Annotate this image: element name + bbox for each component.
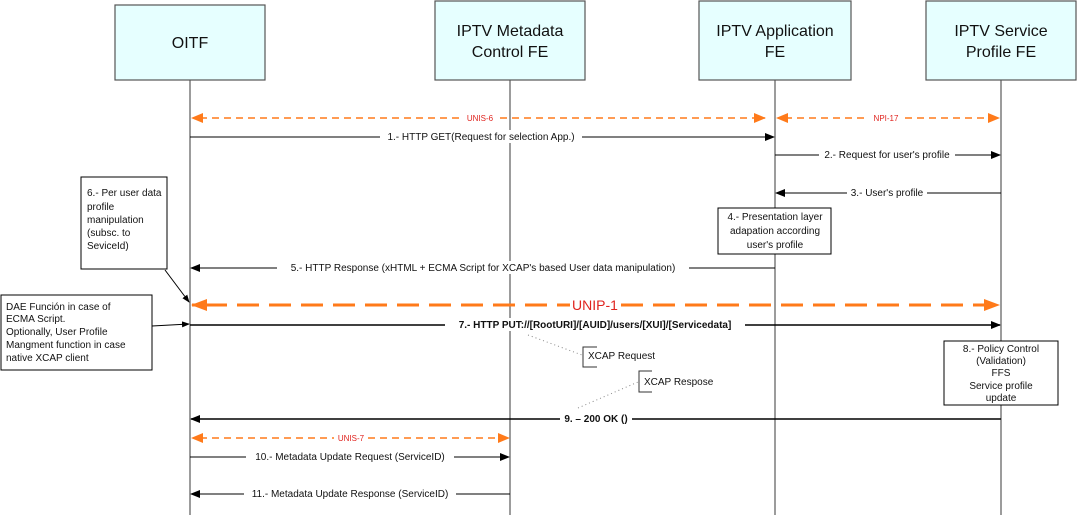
actor-label: Control FE [472, 44, 548, 61]
svg-text:4.- Presentation layer: 4.- Presentation layer [727, 212, 823, 223]
actor-label: OITF [172, 35, 209, 52]
message-label: 10.- Metadata Update Request (ServiceID) [255, 452, 445, 463]
actor-label: IPTV Application [716, 23, 833, 40]
message-label: 1.- HTTP GET(Request for selection App.) [387, 132, 574, 143]
svg-text:ECMA Script.: ECMA Script. [6, 314, 65, 325]
message-7[interactable]: 7.- HTTP PUT://[RootURI]/[AUID]/users/[X… [190, 318, 1001, 331]
message-label: 5.- HTTP Response (xHTML + ECMA Script f… [291, 263, 676, 274]
message-label: 3.- User's profile [851, 188, 924, 199]
interface-label: NPI-17 [874, 114, 899, 123]
svg-text:XCAP Respose: XCAP Respose [644, 377, 714, 388]
interface-npi-17: NPI-17 [776, 112, 1000, 123]
message-label: 11.- Metadata Update Response (ServiceID… [252, 489, 449, 500]
message-10[interactable]: 10.- Metadata Update Request (ServiceID) [190, 450, 510, 463]
actor-oitf[interactable]: OITF [114, 4, 266, 81]
interface-label: UNIS-7 [338, 434, 365, 443]
note-pointer [151, 321, 190, 328]
message-1[interactable]: 1.- HTTP GET(Request for selection App.) [190, 130, 775, 143]
svg-text:user's profile: user's profile [747, 240, 804, 251]
svg-text:update: update [986, 393, 1017, 404]
actor-application-fe[interactable]: IPTV Application FE [698, 0, 852, 81]
message-label: 2.- Request for user's profile [824, 150, 950, 161]
note-dae-function: DAE Función in case of ECMA Script. Opti… [0, 294, 190, 371]
message-9[interactable]: 9. – 200 OK () [190, 412, 1001, 425]
interface-unis-6: UNIS-6 [191, 112, 766, 123]
annotation-xcap-request: XCAP Request [527, 334, 655, 368]
svg-text:Service profile: Service profile [969, 381, 1033, 392]
note-per-user-data: 6.- Per user data profile manipulation (… [80, 176, 190, 303]
svg-text:manipulation: manipulation [87, 215, 144, 226]
note-policy-control: 8.- Policy Control (Validation) FFS Serv… [943, 340, 1059, 406]
svg-text:profile: profile [87, 202, 115, 213]
svg-text:8.- Policy Control: 8.- Policy Control [963, 344, 1039, 355]
svg-text:DAE Función in case of: DAE Función in case of [6, 302, 111, 313]
svg-text:Optionally, User Profile: Optionally, User Profile [6, 327, 108, 338]
interface-unis-7: UNIS-7 [191, 432, 510, 443]
svg-text:XCAP Request: XCAP Request [588, 351, 655, 362]
annotation-xcap-response: XCAP Respose [577, 370, 714, 409]
actor-label: IPTV Service [954, 23, 1047, 40]
svg-text:FFS: FFS [992, 368, 1011, 379]
interface-label: UNIS-6 [467, 114, 494, 123]
message-5[interactable]: 5.- HTTP Response (xHTML + ECMA Script f… [190, 261, 775, 274]
message-3[interactable]: 3.- User's profile [775, 186, 1001, 199]
message-11[interactable]: 11.- Metadata Update Response (ServiceID… [190, 487, 510, 500]
actor-service-profile-fe[interactable]: IPTV Service Profile FE [925, 0, 1077, 81]
actor-label: FE [765, 44, 785, 61]
svg-text:(subsc. to: (subsc. to [87, 228, 131, 239]
interface-unip-1: UNIP-1 [191, 297, 1000, 313]
interface-label: UNIP-1 [572, 297, 618, 313]
message-label: 7.- HTTP PUT://[RootURI]/[AUID]/users/[X… [459, 320, 732, 331]
message-2[interactable]: 2.- Request for user's profile [775, 148, 1001, 161]
actor-label: IPTV Metadata [457, 23, 564, 40]
svg-text:native XCAP client: native XCAP client [6, 353, 89, 364]
svg-text:(Validation): (Validation) [976, 356, 1026, 367]
svg-text:Mangment function in case: Mangment function in case [6, 340, 126, 351]
svg-text:adapation according: adapation according [730, 226, 820, 237]
actor-label: Profile FE [966, 44, 1036, 61]
svg-text:6.- Per user data: 6.- Per user data [87, 188, 162, 199]
svg-text:SeviceId): SeviceId) [87, 241, 129, 252]
message-label: 9. – 200 OK () [564, 414, 627, 425]
actor-metadata-control-fe[interactable]: IPTV Metadata Control FE [434, 0, 586, 81]
note-presentation-layer: 4.- Presentation layer adapation accordi… [717, 207, 832, 255]
note-pointer [164, 269, 190, 303]
